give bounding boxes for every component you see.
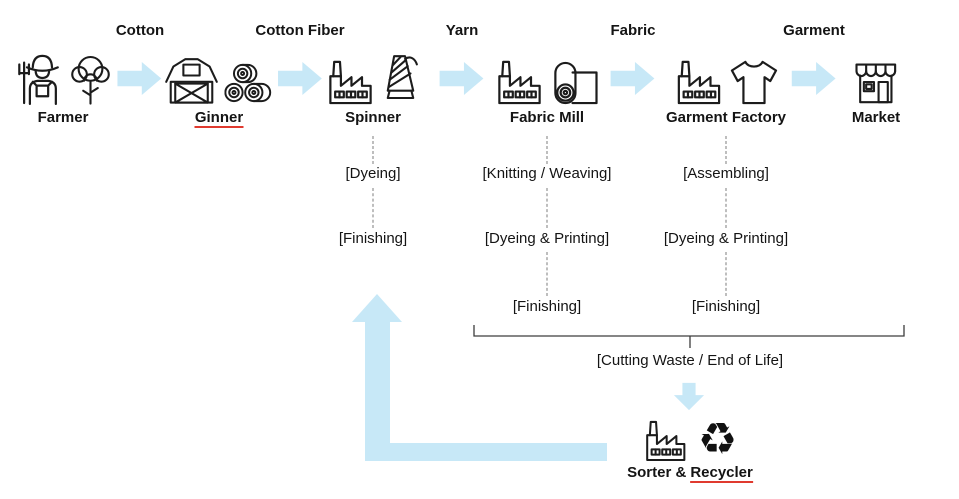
recycler-underlined-label: Recycler [690,464,753,483]
factory-icon [677,60,720,105]
stage-label: Spinner [345,109,401,126]
stage-farmer: Farmer [15,41,112,126]
process-connector-line [546,252,548,296]
stage-garment-factory: Garment Factory [666,41,786,126]
process-label-dyeing-printing: [Dyeing & Printing] [484,230,610,247]
sorter-recycler-icon-group: ♻ [643,412,737,462]
market-icon-group [852,41,900,105]
process-connector-line [372,136,374,164]
stage-label: Farmer [37,109,89,126]
process-label-finishing: [Finishing] [338,230,408,247]
flow-cotton: Cotton [116,22,164,97]
factory-icon [498,60,541,105]
process-label-finishing: [Finishing] [691,298,761,315]
flow-label: Cotton Fiber [255,22,345,39]
ginner-icon-group [164,41,275,105]
process-connector-line [725,252,727,296]
stage-fabric-mill: Fabric Mill [495,41,600,126]
flow-label: Garment [783,22,845,39]
stage-market: Market [852,41,900,126]
factory-icon [329,60,372,105]
flow-label: Yarn [445,22,479,39]
flow-label: Cotton [115,22,165,39]
cotton-bales-icon [224,63,272,103]
process-label-knitting-weaving: [Knitting / Weaving] [482,165,612,182]
yarn-cone-icon [386,55,418,100]
process-label-dyeing-printing: [Dyeing & Printing] [663,230,789,247]
process-label-dyeing: [Dyeing] [345,165,401,182]
fabric-roll-icon [554,61,598,105]
ginner-underlined-label: Ginner [194,109,244,128]
right-arrow-icon [277,61,322,96]
process-connector-line [725,136,727,164]
recycle-return-arrow-head [352,294,402,322]
process-connector-line [372,188,374,228]
sorter-factory-icon [646,420,686,461]
process-connector-line [725,188,727,228]
stage-label: Ginner [194,109,244,128]
process-connector-line [546,136,548,164]
process-label-finishing: [Finishing] [512,298,582,315]
recycle-icon: ♻ [697,414,738,465]
flow-label: Fabric [610,22,656,39]
stage-label: Fabric Mill [509,109,585,126]
fabric-mill-icon-group [495,41,600,105]
flow-yarn: Yarn [439,22,485,97]
spinner-icon-group [326,41,421,105]
cotton-plant-icon [71,55,110,105]
right-arrow-icon [610,61,655,96]
flow-garment: Garment [783,22,845,97]
farmer-icon [18,54,59,105]
market-store-icon [855,63,897,104]
waste-down-arrow-icon [673,382,705,411]
flow-cotton-fiber: Cotton Fiber [255,22,345,97]
tshirt-icon [730,60,777,105]
stage-label: Garment Factory [665,109,787,126]
grouping-bracket [473,325,905,348]
barn-icon [165,58,218,104]
stage-ginner: Ginner [164,41,275,128]
recycle-return-arrow-horizontal [365,443,607,461]
right-arrow-icon [791,61,836,96]
recycle-return-arrow-vertical [365,321,390,461]
sorter-label-prefix: Sorter & [627,464,687,481]
process-connector-line [546,188,548,228]
right-arrow-icon [117,61,162,96]
farmer-icon-group [15,41,112,105]
process-label-assembling: [Assembling] [683,165,769,182]
sorter-recycler-label: Sorter &Recycler [627,464,753,483]
flow-fabric: Fabric [610,22,656,97]
stage-spinner: Spinner [326,41,421,126]
stage-label: Market [851,109,901,126]
garment-factory-icon-group [673,41,778,105]
right-arrow-icon [439,61,484,96]
cutting-waste-label: [Cutting Waste / End of Life] [596,352,784,369]
